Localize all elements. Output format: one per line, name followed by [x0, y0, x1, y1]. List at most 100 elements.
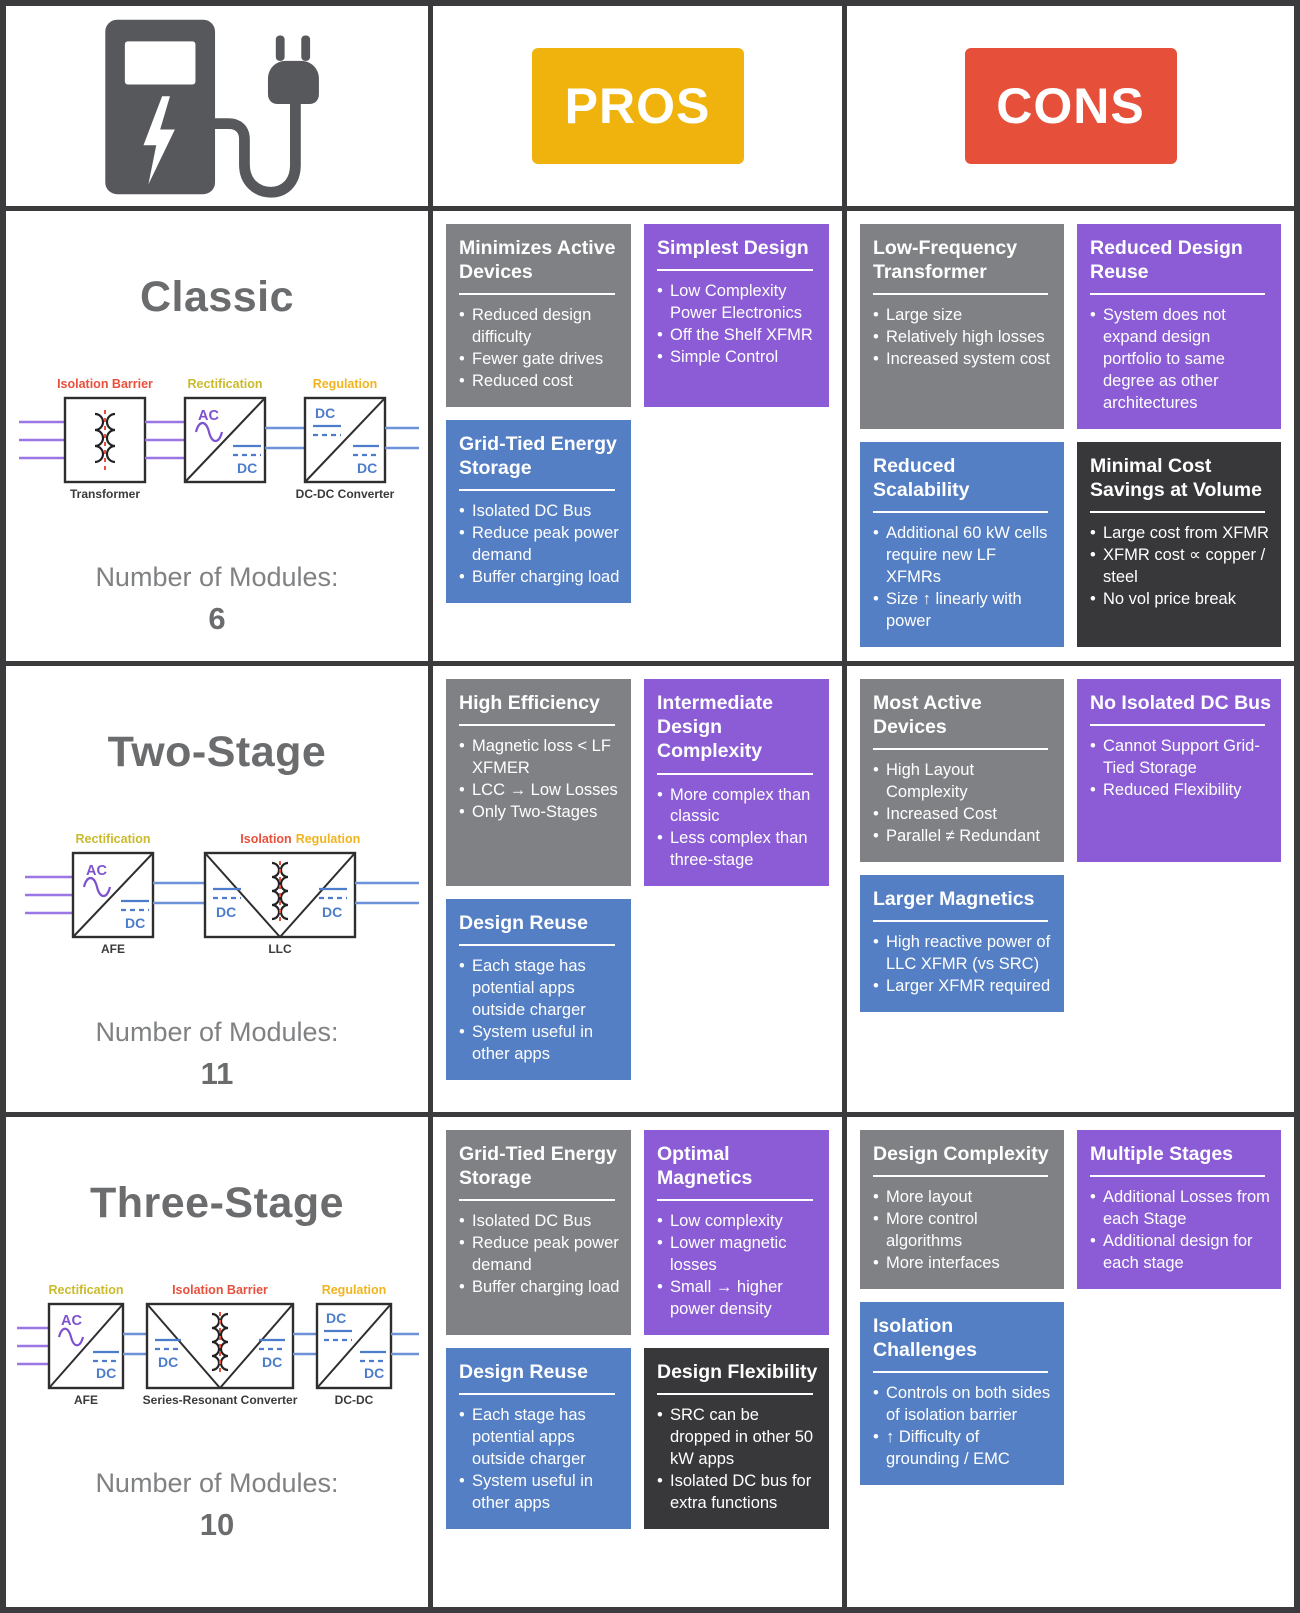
dc-label: DC: [322, 904, 342, 920]
info-card: No Isolated DC Bus•Cannot Support Grid-T…: [1077, 679, 1281, 863]
card-bullet: •Simple Control: [657, 347, 819, 369]
dc-label: DC: [357, 460, 377, 476]
bullet-dot: •: [873, 1253, 879, 1272]
card-title: Isolation Challenges: [873, 1314, 978, 1362]
modules-count: 10: [199, 1507, 235, 1542]
bullet-dot: •: [459, 502, 465, 521]
pros-header: PROS: [531, 48, 744, 164]
dc-label: DC: [125, 915, 145, 931]
card-title-divider: [657, 1199, 813, 1202]
card-bullet: •Large size: [873, 305, 1054, 327]
info-card: Reduced Scalability•Additional 60 kW cel…: [860, 442, 1064, 648]
card-title: Minimizes Active Devices: [459, 237, 616, 284]
classic-cons-cards: Low-Frequency Transformer•Large size•Rel…: [847, 211, 1294, 661]
bullet-dot: •: [873, 350, 879, 369]
bullet-dot: •: [657, 1406, 663, 1425]
card-title-divider: [1090, 293, 1265, 296]
info-card: Design Complexity•More layout•More contr…: [860, 1130, 1064, 1289]
card-bullet: • More interfaces: [873, 1253, 1054, 1275]
ev-charger-icon: [105, 19, 319, 198]
block-caption: Series-Resonant Converter: [143, 1393, 298, 1407]
dc-label: DC: [262, 1354, 282, 1370]
dc-label: DC: [326, 1310, 346, 1326]
bullet-dot: •: [657, 785, 663, 804]
bullet-text: Isolated DC Bus: [472, 1212, 592, 1231]
card-bullet: •Only Two-Stages: [459, 802, 621, 824]
card-title: No Isolated DC Bus: [1090, 692, 1271, 714]
bullet-dot: •: [873, 524, 879, 543]
info-card: Multiple Stages •Additional Losses from e…: [1077, 1130, 1281, 1289]
card-bullet: •Reduced cost: [459, 371, 621, 393]
info-card: Minimizes Active Devices • Reduced design …: [446, 224, 631, 408]
modules-count: 6: [208, 601, 226, 636]
bullet-dot: •: [1090, 1188, 1096, 1207]
card-title: Design Reuse: [459, 912, 588, 935]
card-title-divider: [459, 944, 615, 947]
bullet-dot: •: [459, 372, 465, 391]
card-title: Design Complexity: [873, 1143, 1049, 1165]
card-bullet: •Low Complexity Power Electronics: [657, 281, 819, 325]
card-bullet: •↑ Difficulty of grounding / EMC: [873, 1427, 1054, 1471]
two-stage-cons-cards: Most Active Devices•High Layout Complexi…: [847, 666, 1294, 1112]
architecture-classic: Classic Isolation Barrier Transformer Re…: [6, 211, 428, 661]
bullet-text: System does not expand design portfolio …: [1103, 306, 1226, 413]
card-bullet: •Large cost from XFMR: [1090, 523, 1271, 545]
bullet-text: Additional 60 kW cells require new LF XF…: [886, 524, 1048, 587]
bullet-text: More interfaces: [886, 1253, 1000, 1272]
bullet-text: Large size: [886, 306, 963, 325]
bullet-text: Lower magnetic losses: [670, 1234, 787, 1275]
bullet-text: Low Complexity Power Electronics: [670, 282, 803, 323]
card-title: Design Reuse: [459, 1361, 588, 1384]
card-bullet: • Less complex than three-stage: [657, 828, 819, 872]
info-card: Design Flexibility•SRC can be dropped in…: [644, 1348, 829, 1529]
bullet-text: System useful in other apps: [472, 1023, 594, 1064]
stage-label: Regulation: [313, 377, 378, 391]
bullet-dot: •: [459, 1406, 465, 1425]
ac-label: AC: [198, 408, 219, 424]
bullet-dot: •: [459, 306, 465, 325]
bullet-text: Only Two-Stages: [472, 802, 598, 821]
lightning-bolt-icon: [143, 96, 175, 185]
bullet-text: Less complex than three-stage: [670, 829, 808, 870]
info-card: Most Active Devices•High Layout Complexi…: [860, 679, 1064, 863]
bullet-dot: •: [657, 829, 663, 848]
bullet-text: System useful in other apps: [472, 1472, 594, 1512]
card-bullet: •Magnetic loss < LF XFMER: [459, 736, 621, 780]
bullet-text: LCC → Low Losses: [472, 781, 618, 800]
bullet-text: Cannot Support Grid-Tied Storage: [1103, 737, 1260, 778]
bullet-text: Reduce peak power demand: [472, 1234, 619, 1275]
bullet-dot: •: [873, 590, 879, 609]
card-bullet: •System useful in other apps: [459, 1022, 621, 1066]
card-title: Grid-Tied Energy Storage: [459, 1143, 617, 1190]
bullet-dot: •: [657, 347, 663, 366]
three-stage-circuit-diagram: Rectification AC DC AFE DC DC Isolation …: [17, 1283, 419, 1407]
charger-screen: [124, 41, 196, 85]
bullet-text: Increased Cost: [886, 805, 997, 824]
card-title: Multiple Stages: [1090, 1143, 1234, 1165]
card-bullet: •Additional Losses from each Stage: [1090, 1187, 1271, 1231]
bullet-text: XFMR cost ∝ copper / steel: [1103, 546, 1266, 587]
bullet-text: Reduced design difficulty: [472, 306, 592, 347]
card-bullet: •Reduced Flexibility: [1090, 780, 1271, 802]
dc-label: DC: [216, 904, 236, 920]
bullet-dot: •: [873, 1384, 879, 1403]
block-caption: DC-DC: [335, 1393, 374, 1407]
bullet-dot: •: [873, 761, 879, 780]
card-title-divider: [873, 1371, 1048, 1374]
card-bullet: •System does not expand design portfolio…: [1090, 305, 1271, 415]
bullet-dot: •: [657, 1278, 663, 1297]
bullet-text: More layout: [886, 1188, 973, 1207]
bullet-text: Large cost from XFMR: [1103, 524, 1269, 543]
block-caption: LLC: [268, 942, 292, 956]
dc-label: DC: [158, 1354, 178, 1370]
bullet-text: Parallel ≠ Redundant: [886, 827, 1040, 846]
bullet-text: Larger XFMR required: [886, 977, 1051, 996]
card-bullet: •SRC can be dropped in other 50 kW apps: [657, 1405, 819, 1471]
classic-pros-cards: Minimizes Active Devices • Reduced design …: [433, 211, 842, 661]
bullet-text: High Layout Complexity: [886, 761, 975, 802]
stage-label: Regulation: [296, 832, 361, 846]
bullet-text: Reduced Flexibility: [1103, 781, 1242, 800]
bullet-text: Buffer charging load: [472, 568, 620, 587]
bullet-text: More control algorithms: [886, 1210, 978, 1251]
bullet-dot: •: [657, 1472, 663, 1491]
